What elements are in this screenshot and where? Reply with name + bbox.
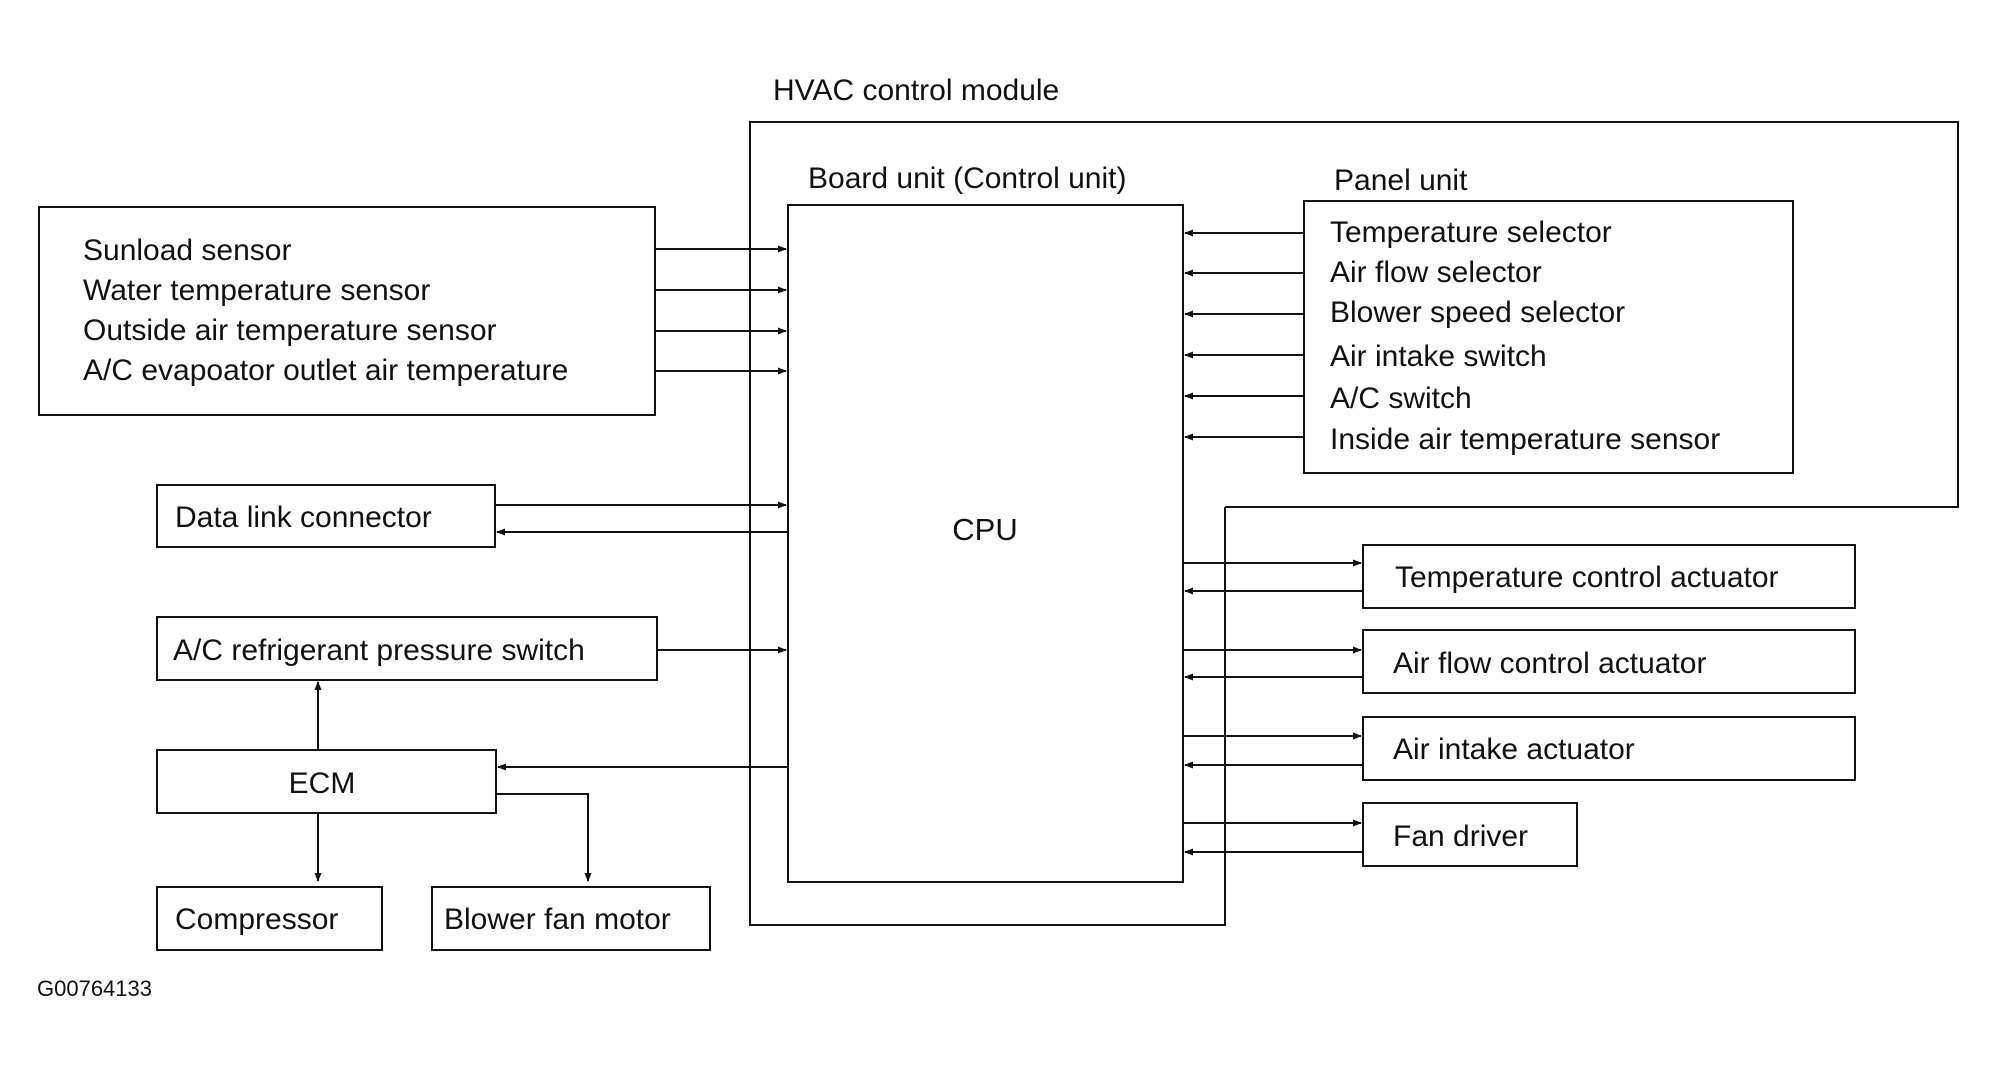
ecm-label: ECM	[289, 767, 356, 800]
panel-unit-box	[1303, 200, 1794, 474]
sensors-to-cpu-arrows	[655, 245, 787, 375]
data-link-connector-box	[156, 484, 496, 548]
ecm-box	[156, 749, 497, 814]
temperature-control-actuator-box	[1362, 544, 1856, 609]
panel-item-air-intake-switch: Air intake switch	[1330, 340, 1547, 373]
panel-item-inside-air-temp-sensor: Inside air temperature sensor	[1330, 423, 1720, 456]
panel-to-cpu-arrows	[1184, 229, 1304, 441]
air-flow-control-actuator-label: Air flow control actuator	[1393, 647, 1706, 680]
cpu-box	[787, 204, 1184, 883]
temperature-control-actuator-label: Temperature control actuator	[1395, 561, 1779, 594]
figure-id: G00764133	[37, 976, 152, 1001]
sensors-box	[38, 206, 656, 416]
sensor-sunload: Sunload sensor	[83, 234, 291, 267]
sensor-ac-evaporator-outlet: A/C evapoator outlet air temperature	[83, 354, 568, 387]
air-flow-control-actuator-box	[1362, 629, 1856, 694]
compressor-label: Compressor	[175, 903, 338, 936]
fan-driver-label: Fan driver	[1393, 820, 1528, 853]
hvac-module-outline	[749, 121, 1959, 926]
compressor-box	[156, 886, 383, 951]
pressure-switch-box	[156, 616, 658, 681]
cpu-label: CPU	[952, 512, 1017, 547]
panel-unit-title: Panel unit	[1334, 164, 1468, 197]
panel-item-blower-speed-selector: Blower speed selector	[1330, 296, 1625, 329]
hvac-module-label: HVAC control module	[773, 74, 1059, 107]
panel-item-temperature-selector: Temperature selector	[1330, 216, 1612, 249]
pressure-switch-label: A/C refrigerant pressure switch	[173, 634, 585, 667]
sensor-water-temperature: Water temperature sensor	[83, 274, 430, 307]
panel-item-ac-switch: A/C switch	[1330, 382, 1472, 415]
board-unit-label: Board unit (Control unit)	[808, 162, 1127, 195]
blower-fan-motor-box	[431, 886, 711, 951]
fan-driver-box	[1362, 802, 1578, 867]
blower-fan-motor-label: Blower fan motor	[444, 903, 671, 936]
panel-item-air-flow-selector: Air flow selector	[1330, 256, 1542, 289]
air-intake-actuator-box	[1362, 716, 1856, 781]
air-intake-actuator-label: Air intake actuator	[1393, 733, 1635, 766]
sensor-outside-air-temperature: Outside air temperature sensor	[83, 314, 497, 347]
arrow-ecm-to-blower-fan-motor	[496, 793, 592, 882]
data-link-connector-label: Data link connector	[175, 501, 432, 534]
